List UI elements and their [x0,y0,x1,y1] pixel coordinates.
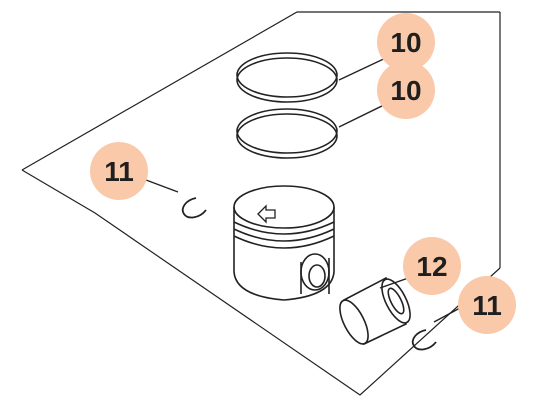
callout-ring-top: 10 [377,13,435,71]
piston-ring-bottom [236,108,338,159]
assembly-frame-lower [21,169,501,396]
callout-ring-bottom: 10 [377,61,435,119]
callout-ring-bottom-label: 10 [390,75,421,106]
circlip-left [181,197,207,219]
callout-ring-top-label: 10 [390,27,421,58]
leader-lines [145,55,461,323]
callout-pin-label: 12 [416,251,447,282]
callout-clip-left-label: 11 [104,156,134,187]
callout-clip-right: 11 [458,276,516,334]
callout-pin: 12 [403,237,461,295]
callout-clip-right-label: 11 [472,290,502,321]
circlip-right [411,329,437,351]
piston-pin [339,276,411,346]
callout-clip-left: 11 [90,142,148,200]
assembly-frame [21,11,500,171]
piston [233,185,335,301]
piston-ring-top [236,52,338,103]
